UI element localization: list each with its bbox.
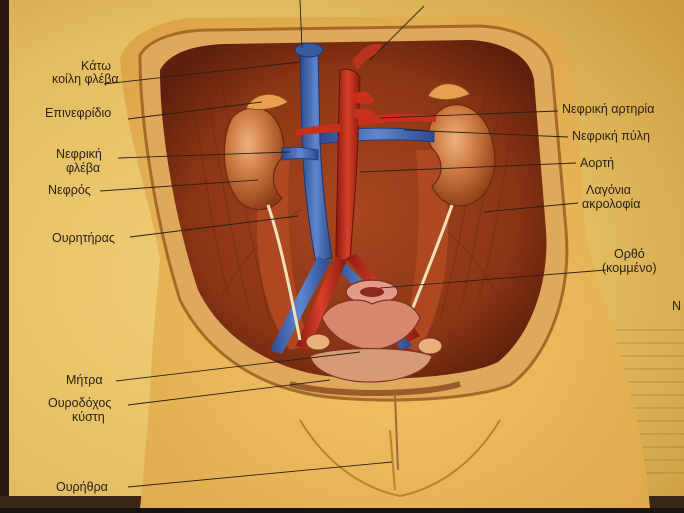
label-renal-hilum: Νεφρική πύλη <box>572 130 650 143</box>
right-ovary <box>418 338 442 354</box>
label-iliac-crest-line1: Λαγόνια <box>586 184 631 197</box>
ivc-opening <box>295 43 323 57</box>
label-urethra: Ουρήθρα <box>56 481 108 494</box>
label-bladder-line1: Ουροδόχος <box>48 397 111 410</box>
rectum-lumen <box>360 287 384 297</box>
label-ivc-line2: κοίλη φλέβα <box>52 73 119 86</box>
label-ureter: Ουρητήρας <box>52 232 115 245</box>
page-edge <box>0 0 9 508</box>
label-iliac-crest-line2: ακρολοφία <box>582 198 640 211</box>
edge-text-fragment: N <box>672 300 681 313</box>
label-renal-vein-line1: Νεφρική <box>56 148 102 161</box>
label-renal-vein-line2: φλέβα <box>66 162 100 175</box>
label-rectum-line1: Ορθό <box>614 248 645 261</box>
left-renal-vein <box>282 147 318 160</box>
label-rectum-line2: (κομμένο) <box>602 262 657 275</box>
label-bladder-line2: κύστη <box>72 411 105 424</box>
label-renal-artery: Νεφρική αρτηρία <box>562 103 654 116</box>
label-uterus: Μήτρα <box>66 374 103 387</box>
label-kidney: Νεφρός <box>48 184 91 197</box>
label-aorta: Αορτή <box>580 157 614 170</box>
left-ovary <box>306 334 330 350</box>
label-adrenal: Επινεφρίδιο <box>45 107 111 120</box>
